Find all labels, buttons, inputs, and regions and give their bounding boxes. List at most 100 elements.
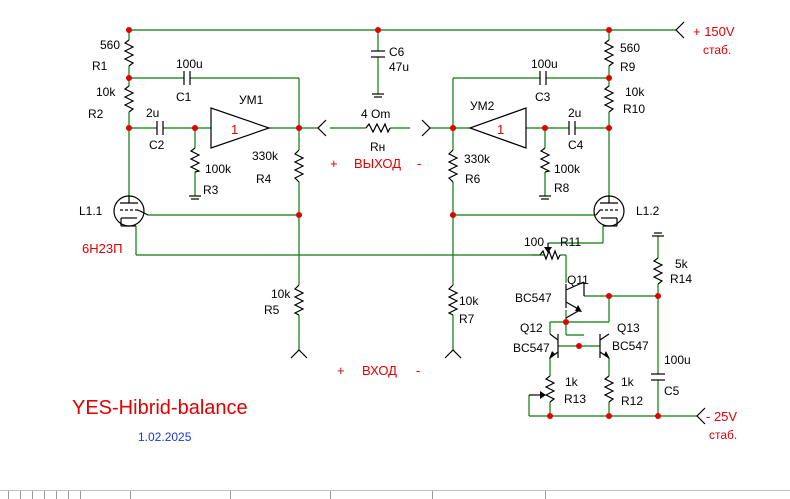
q12-type: BC547 xyxy=(513,341,550,355)
r1-value: 560 xyxy=(100,38,120,52)
l1-2-name: L1.2 xyxy=(636,204,660,218)
tube-l1-2 xyxy=(593,195,625,227)
capacitor-c1 xyxy=(183,71,191,85)
r12-name: R12 xyxy=(621,394,643,408)
bottom-status-strip xyxy=(0,490,790,499)
schematic-date: 1.02.2025 xyxy=(138,430,192,444)
terminal-out-right xyxy=(421,119,431,137)
resistor-r1 xyxy=(123,39,135,67)
resistor-r9 xyxy=(603,39,615,67)
r3-value: 100k xyxy=(205,162,232,176)
r8-value: 100k xyxy=(554,162,581,176)
resistor-r11 xyxy=(539,249,561,261)
input-plus: + xyxy=(337,363,345,378)
schematic-title: YES-Hibrid-balance xyxy=(72,397,248,419)
terminal-out-left xyxy=(317,119,327,137)
r9-value: 560 xyxy=(620,41,640,55)
r10-value: 10k xyxy=(625,85,645,99)
q11-name: Q11 xyxy=(567,273,589,287)
r10-name: R10 xyxy=(623,102,645,116)
r4-name: R4 xyxy=(256,172,272,186)
r13-value: 1k xyxy=(565,375,579,389)
labels: 560 R1 10k R2 100u C1 2u C2 100k R3 УМ1 … xyxy=(72,24,737,444)
c6-name: C6 xyxy=(389,45,405,59)
wires xyxy=(128,29,697,417)
c2-value: 2u xyxy=(146,106,159,120)
load-value: 4 Om xyxy=(361,107,390,121)
r1-name: R1 xyxy=(92,59,108,73)
resistor-load xyxy=(365,122,391,134)
resistor-r2 xyxy=(123,85,135,113)
r12-value: 1k xyxy=(621,375,635,389)
resistor-r8 xyxy=(539,147,551,173)
r14-value: 5k xyxy=(675,257,689,271)
output-label: ВЫХОД xyxy=(354,156,401,171)
c6-value: 47u xyxy=(389,60,409,74)
r9-name: R9 xyxy=(620,60,636,74)
resistor-r13 xyxy=(544,375,556,403)
resistor-r12 xyxy=(603,375,615,403)
um2-name: УМ2 xyxy=(470,99,495,113)
transistor-q12 xyxy=(549,333,559,359)
r2-value: 10k xyxy=(96,85,116,99)
r7-value: 10k xyxy=(459,294,479,308)
buffer-um2-gain: 1 xyxy=(497,122,504,137)
resistor-r10 xyxy=(603,85,615,113)
load-name: Rн xyxy=(370,140,385,154)
ground-icon xyxy=(189,195,201,200)
resistor-r6 xyxy=(447,149,459,183)
c3-name: C3 xyxy=(535,90,551,104)
buffer-um1-gain: 1 xyxy=(231,122,238,137)
components: 1 1 xyxy=(113,21,706,425)
resistor-r7 xyxy=(447,284,459,316)
r11-value: 100 xyxy=(524,235,544,249)
ground-icon xyxy=(652,232,664,237)
c5-name: C5 xyxy=(664,384,680,398)
capacitor-c4 xyxy=(568,121,576,135)
r4-value: 330k xyxy=(252,149,279,163)
r2-name: R2 xyxy=(88,107,104,121)
resistor-r4 xyxy=(293,149,305,183)
supply-neg-label: - 25V xyxy=(706,409,737,424)
resistor-r3 xyxy=(189,147,201,173)
capacitor-c3 xyxy=(539,71,547,85)
c3-value: 100u xyxy=(531,57,558,71)
l1-1-name: L1.1 xyxy=(79,204,103,218)
c1-value: 100u xyxy=(176,57,203,71)
c4-name: C4 xyxy=(568,138,584,152)
capacitor-c2 xyxy=(156,121,164,135)
supply-pos-sub: стаб. xyxy=(703,43,731,57)
r8-name: R8 xyxy=(554,181,570,195)
r7-name: R7 xyxy=(459,312,475,326)
input-label: ВХОД xyxy=(362,363,397,378)
q12-name: Q12 xyxy=(520,321,543,335)
buffer-um2: 1 xyxy=(468,107,527,149)
supply-pos-label: + 150V xyxy=(693,24,735,39)
output-minus: - xyxy=(417,156,421,171)
r14-name: R14 xyxy=(670,272,692,286)
tube-l1-1 xyxy=(113,195,149,227)
ground-icon xyxy=(372,93,384,98)
c4-value: 2u xyxy=(568,106,581,120)
r6-value: 330k xyxy=(464,152,491,166)
terminal-in-left xyxy=(290,349,308,359)
terminal-supply-pos xyxy=(675,21,685,39)
c1-name: C1 xyxy=(176,90,192,104)
r5-name: R5 xyxy=(264,303,280,317)
supply-neg-sub: стаб. xyxy=(709,428,737,442)
resistor-r14 xyxy=(652,257,664,285)
transistor-q13 xyxy=(599,333,610,359)
q13-type: BC547 xyxy=(612,339,649,353)
c2-name: C2 xyxy=(149,138,165,152)
transistor-q11 xyxy=(565,281,585,319)
capacitor-c5 xyxy=(651,373,665,381)
r11-name: R11 xyxy=(560,235,581,249)
r13-name: R13 xyxy=(564,392,586,406)
input-minus: - xyxy=(416,363,420,378)
terminal-supply-neg xyxy=(696,407,706,425)
q11-type: BC547 xyxy=(515,291,552,305)
q13-name: Q13 xyxy=(617,321,640,335)
r5-value: 10k xyxy=(271,287,291,301)
buffer-um1: 1 xyxy=(210,107,271,149)
